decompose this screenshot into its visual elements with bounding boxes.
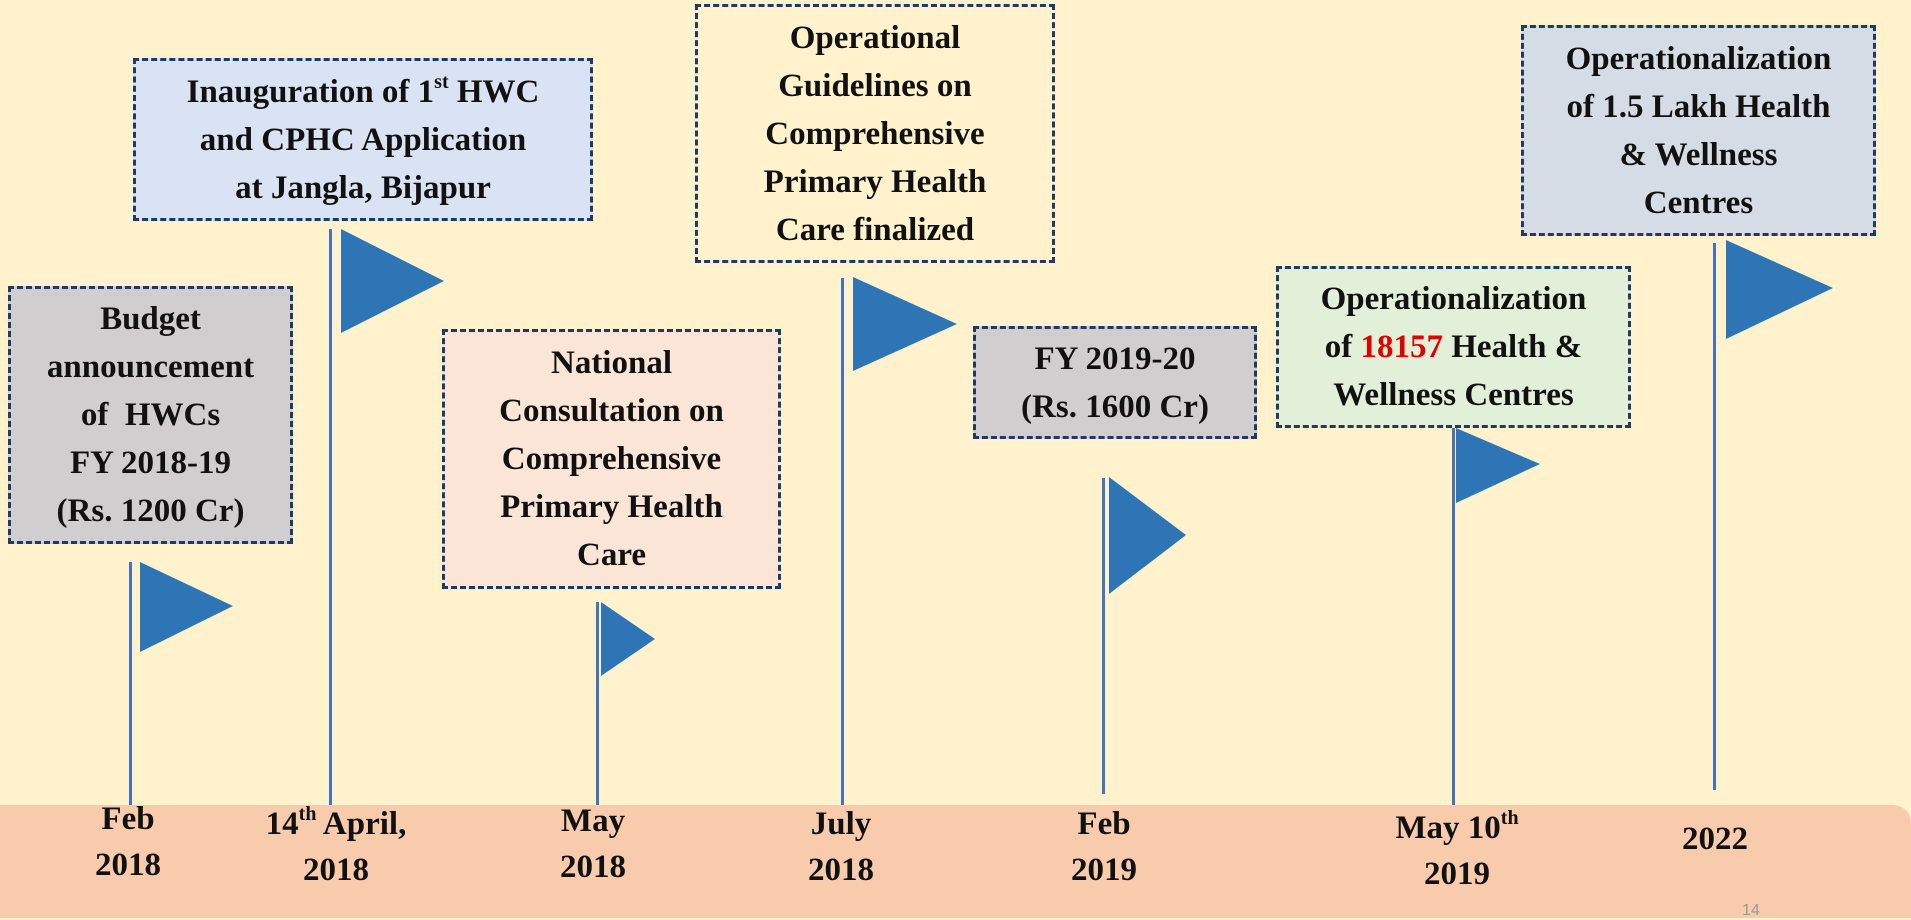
date-line: 2018 <box>95 847 161 883</box>
date-line: Feb <box>101 801 155 837</box>
date-label-2022: 2022 <box>1660 816 1770 862</box>
flag-pole-7 <box>1713 243 1716 790</box>
box-line: Guidelines on <box>778 67 972 104</box>
box-line: Budget <box>100 301 201 337</box>
flag-icon <box>601 602 655 676</box>
flag-icon <box>1109 477 1186 594</box>
box-line: Consultation on <box>499 393 724 429</box>
box-line: (Rs. 1200 Cr) <box>56 493 245 529</box>
milestone-box-fy-2019-20: FY 2019-20 (Rs. 1600 Cr) <box>973 326 1257 439</box>
date-line: 2019 <box>1071 852 1137 888</box>
box-line: FY 2019-20 <box>1034 340 1196 377</box>
date-line: 2019 <box>1424 856 1490 892</box>
box-line-text: Inauguration of 1 <box>186 73 435 110</box>
date-label-july-2018: July 2018 <box>780 801 902 893</box>
page-number: 14 <box>1742 902 1760 919</box>
box-line: Operationalization <box>1565 40 1832 77</box>
superscript: th <box>1500 807 1519 829</box>
box-line-text: Health & <box>1442 329 1583 365</box>
flag-pole-3 <box>596 602 599 807</box>
flag-icon <box>853 277 957 371</box>
box-line: and CPHC Application <box>199 121 527 158</box>
flag-pole-4 <box>841 278 844 807</box>
timeline-band <box>0 805 1911 918</box>
date-label-feb-2018: Feb 2018 <box>69 796 187 888</box>
date-line: 2018 <box>808 852 874 888</box>
date-line: 14th April, <box>236 801 436 847</box>
milestone-box-national-consultation: National Consultation on Comprehensive P… <box>442 329 781 589</box>
milestone-box-operational-guidelines: Operational Guidelines on Comprehensive … <box>695 4 1055 263</box>
box-line: Inauguration of 1st HWC <box>187 68 540 116</box>
date-label-14-april-2018: 14th April, 2018 <box>236 801 436 893</box>
box-line: of 18157 Health & <box>1321 323 1587 371</box>
box-line: Primary Health <box>763 163 987 200</box>
date-line: May 10th <box>1372 805 1542 851</box>
box-line: Comprehensive <box>501 441 722 477</box>
milestone-box-1-5-lakh-hwcs: Operationalization of 1.5 Lakh Health & … <box>1521 25 1876 236</box>
box-line: & Wellness <box>1619 136 1778 173</box>
highlighted-number: 18157 <box>1360 329 1443 365</box>
date-label-feb-2019: Feb 2019 <box>1043 801 1165 893</box>
flag-pole-6 <box>1452 428 1455 807</box>
date-line: May <box>560 803 626 839</box>
box-line: of HWCs <box>80 397 221 433</box>
box-line-text: of <box>1324 329 1361 365</box>
box-line: Operational <box>789 19 961 56</box>
box-line: Primary Health <box>500 489 723 525</box>
box-line: (Rs. 1600 Cr) <box>1021 388 1209 425</box>
date-line: 2022 <box>1682 821 1748 857</box>
date-line: Feb <box>1077 806 1131 842</box>
superscript: st <box>434 70 449 93</box>
box-line: Comprehensive <box>765 115 985 152</box>
date-text: April, <box>316 806 407 842</box>
date-text: May 10 <box>1395 810 1501 846</box>
date-text: 14 <box>265 806 299 842</box>
milestone-box-18157-hwcs: Operationalization of 18157 Health & Wel… <box>1276 266 1631 428</box>
box-line: Care finalized <box>775 211 975 248</box>
flag-pole-5 <box>1102 478 1105 794</box>
box-line: Centres <box>1643 184 1754 221</box>
box-line: announcement <box>46 349 255 385</box>
flag-icon <box>1726 240 1833 339</box>
flag-icon <box>1456 428 1540 503</box>
date-line: 2018 <box>303 852 369 888</box>
box-line: Operationalization <box>1320 281 1587 317</box>
flag-icon <box>341 229 444 333</box>
flag-icon <box>140 562 233 652</box>
box-line-text: HWC <box>448 73 540 110</box>
box-line: Wellness Centres <box>1333 377 1574 413</box>
milestone-box-budget-2018: Budget announcement of HWCs FY 2018-19 (… <box>8 286 293 544</box>
date-line: July <box>810 806 872 842</box>
date-line: 2018 <box>560 849 626 885</box>
flag-pole-2 <box>329 229 332 807</box>
flag-pole-1 <box>129 562 132 807</box>
box-line: of 1.5 Lakh Health <box>1566 88 1831 125</box>
box-line: FY 2018-19 <box>69 445 231 481</box>
box-line: National <box>550 345 672 381</box>
box-line: Care <box>576 537 647 573</box>
box-line: at Jangla, Bijapur <box>235 169 491 206</box>
date-label-may-10-2019: May 10th 2019 <box>1372 805 1542 897</box>
date-label-may-2018: May 2018 <box>532 798 654 890</box>
superscript: th <box>298 803 317 825</box>
milestone-box-inauguration: Inauguration of 1st HWC and CPHC Applica… <box>133 58 593 221</box>
